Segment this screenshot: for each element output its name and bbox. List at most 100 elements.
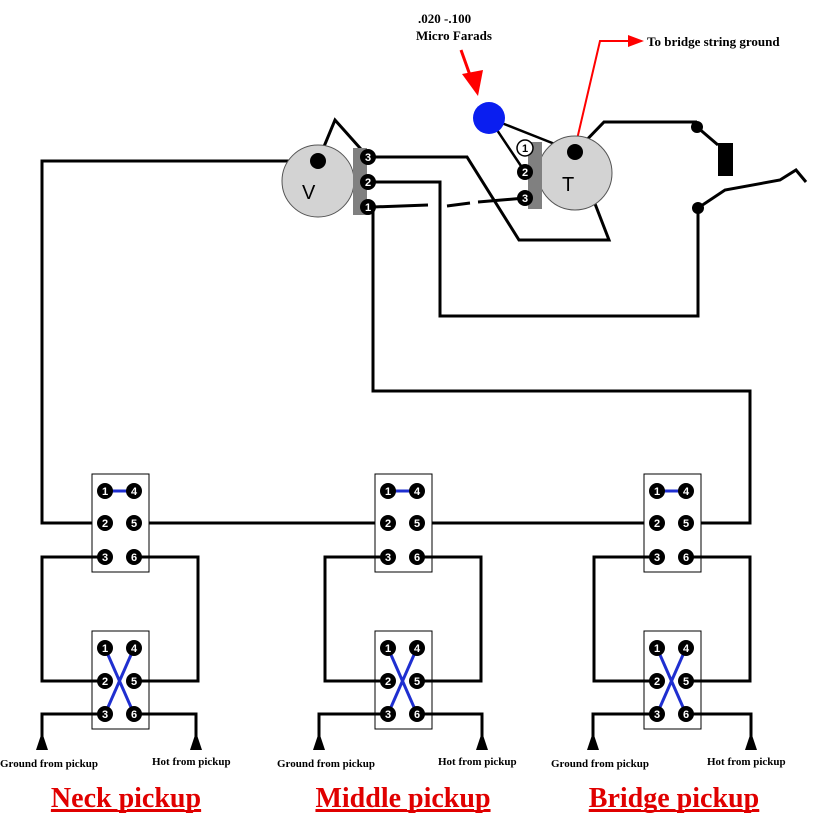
neck-pickup-title: Neck pickup (51, 783, 201, 814)
neck-lower-lug-4 (126, 640, 142, 656)
bridge-upper-lug-2 (649, 515, 665, 531)
wire-ground-dash (446, 201, 471, 208)
neck-lower-lug-4-label: 4 (131, 643, 138, 655)
tone-lug-1 (516, 139, 534, 157)
capacitor-label-line1: .020 -.100 (418, 11, 471, 26)
bridge-lower-lug-2 (649, 673, 665, 689)
bridge-cross-b (655, 647, 688, 715)
middle-lower-lug-4 (409, 640, 425, 656)
bridge-lower-lug-5 (678, 673, 694, 689)
volume-lug-3-label: 3 (365, 152, 371, 164)
neck-lower-lug-5-label: 5 (131, 676, 137, 688)
middle-lower-lug-6 (409, 706, 425, 722)
jack-contact (718, 143, 733, 176)
bridge-upper-lug-2-label: 2 (654, 518, 660, 530)
bridge-ground-label: Ground from pickup (551, 758, 649, 770)
bridge-lower-lug-1 (649, 640, 665, 656)
bridge-ground-line (574, 40, 628, 149)
volume-lug-1-label: 1 (365, 202, 371, 214)
neck-ground-label: Ground from pickup (0, 758, 98, 770)
tone-pot-label: T (562, 174, 574, 196)
middle-upper-lug-3-label: 3 (385, 552, 391, 564)
middle-upper-lug-4 (409, 483, 425, 499)
capacitor-arrow-head (462, 70, 483, 96)
neck-lower-lug-3 (97, 706, 113, 722)
wire-volume-lug1-stub (372, 203, 429, 209)
tone-pot: T 1 2 3 (516, 135, 613, 211)
bridge-hot-label: Hot from pickup (707, 756, 786, 768)
jack-sleeve-lug (692, 202, 704, 214)
neck-upper-lug-1-label: 1 (102, 486, 108, 498)
tone-lug-1-label: 1 (522, 143, 528, 155)
bridge-upper-lug-5 (678, 515, 694, 531)
neck-lower-lug-6-label: 6 (131, 709, 137, 721)
middle-cross-b (386, 647, 419, 715)
middle-lower-lug-5 (409, 673, 425, 689)
neck-ground-terminal (36, 732, 48, 750)
neck-hot-terminal (190, 732, 202, 750)
bridge-hot-terminal (745, 732, 757, 750)
bridge-ground-arrow-head (628, 35, 644, 47)
middle-lower-lug-1 (380, 640, 396, 656)
tone-lug-3 (517, 190, 533, 206)
tone-pot-lug-plate (528, 142, 542, 209)
wire-volume-lug2-to-jack (368, 180, 700, 318)
middle-upper-lug-6 (409, 549, 425, 565)
volume-pot-wiper (310, 153, 326, 169)
volume-pot-lug-plate (353, 148, 367, 215)
neck-lower-lug-2-label: 2 (102, 676, 108, 688)
tone-lug-3-label: 3 (522, 193, 528, 205)
main-wires (40, 116, 808, 525)
bridge-lower-lug-4-label: 4 (683, 643, 690, 655)
neck-upper-lug-5-label: 5 (131, 518, 137, 530)
bridge-loop-left (592, 555, 657, 683)
bridge-ground-pointer: To bridge string ground (574, 34, 780, 149)
volume-lug-1 (360, 199, 376, 215)
bridge-upper-lug-3 (649, 549, 665, 565)
middle-loop-left (323, 555, 388, 683)
bridge-ground-label: To bridge string ground (647, 34, 780, 49)
neck-upper-lug-3-label: 3 (102, 552, 108, 564)
middle-upper-lug-1 (380, 483, 396, 499)
neck-upper-lug-1 (97, 483, 113, 499)
jack-tip-lug (691, 121, 703, 133)
bridge-lower-lug-2-label: 2 (654, 676, 660, 688)
volume-pot-label: V (302, 182, 316, 204)
bridge-upper-lug-6 (678, 549, 694, 565)
output-jack (691, 121, 733, 214)
bridge-upper-lug-4-label: 4 (683, 486, 690, 498)
capacitor-label-line2: Micro Farads (416, 28, 492, 43)
neck-upper-lug-5 (126, 515, 142, 531)
middle-lower-lug-2-label: 2 (385, 676, 391, 688)
bridge-lower-lug-6 (678, 706, 694, 722)
wire-jack-sleeve (697, 168, 808, 210)
neck-upper-lug-2-label: 2 (102, 518, 108, 530)
bridge-lower-lug-3 (649, 706, 665, 722)
neck-hot-label: Hot from pickup (152, 756, 231, 768)
middle-upper-lug-1-label: 1 (385, 486, 391, 498)
middle-lower-lug-3 (380, 706, 396, 722)
neck-lower-lug-5 (126, 673, 142, 689)
middle-upper-lug-5-label: 5 (414, 518, 420, 530)
volume-pot: V 3 2 1 (281, 144, 376, 218)
bridge-upper-lug-6-label: 6 (683, 552, 689, 564)
capacitor: .020 -.100 Micro Farads (416, 11, 505, 134)
bridge-lower-lug-6-label: 6 (683, 709, 689, 721)
middle-lower-lug-4-label: 4 (414, 643, 421, 655)
bridge-loop-right (686, 555, 752, 683)
middle-lower-lug-6-label: 6 (414, 709, 420, 721)
bridge-pickup-title: Bridge pickup (589, 783, 759, 814)
neck-lower-lug-2 (97, 673, 113, 689)
volume-lug-3 (360, 149, 376, 165)
volume-lug-2 (360, 174, 376, 190)
tone-pot-wiper (567, 144, 583, 160)
neck-upper-lug-6 (126, 549, 142, 565)
middle-upper-lug-2-label: 2 (385, 518, 391, 530)
neck-upper-lug-4-label: 4 (131, 486, 138, 498)
bridge-ground-terminal (587, 732, 599, 750)
middle-hot-label: Hot from pickup (438, 756, 517, 768)
bridge-lower-lug-3-label: 3 (654, 709, 660, 721)
middle-upper-lug-4-label: 4 (414, 486, 421, 498)
